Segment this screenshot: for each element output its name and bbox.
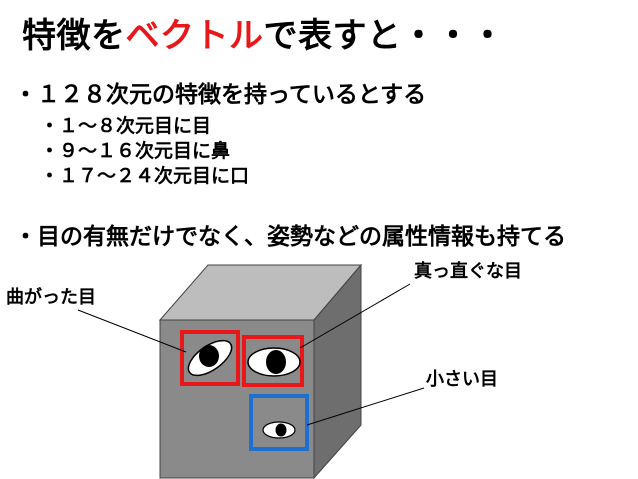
bullet-eye-dims: ・１〜８次元目に目 (40, 115, 212, 137)
small-eye-pupil (275, 423, 287, 437)
bullet-128-dims: ・１２８次元の特徴を持っているとする (14, 82, 427, 108)
label-small-eye: 小さい目 (426, 369, 498, 390)
bullet-mouth-dims: ・１７〜２４次元目に口 (40, 165, 250, 187)
straight-eye-box (242, 335, 304, 387)
curved-eye-pupil (199, 345, 219, 367)
bullet-attributes: ・目の有無だけでなく、姿勢などの属性情報も持てる (14, 224, 566, 250)
curved-eye-box (180, 330, 240, 386)
title-accent: ベクトル (125, 16, 264, 56)
label-curved-eye: 曲がった目 (6, 287, 96, 308)
title-part-1: 特徴を (22, 16, 126, 56)
straight-eye-leader (299, 283, 411, 349)
curved-eye-leader (77, 309, 187, 353)
straight-eye-pupil (266, 350, 286, 374)
small-eye-box (249, 394, 309, 451)
bullet-nose-dims: ・９〜１６次元目に鼻 (40, 140, 231, 162)
label-straight-eye: 真っ直ぐな目 (414, 261, 522, 282)
small-eye-leader (306, 387, 425, 426)
title-part-3: で表すと・・・ (263, 16, 505, 56)
slide-title: 特徴をベクトルで表すと・・・ (22, 14, 505, 58)
